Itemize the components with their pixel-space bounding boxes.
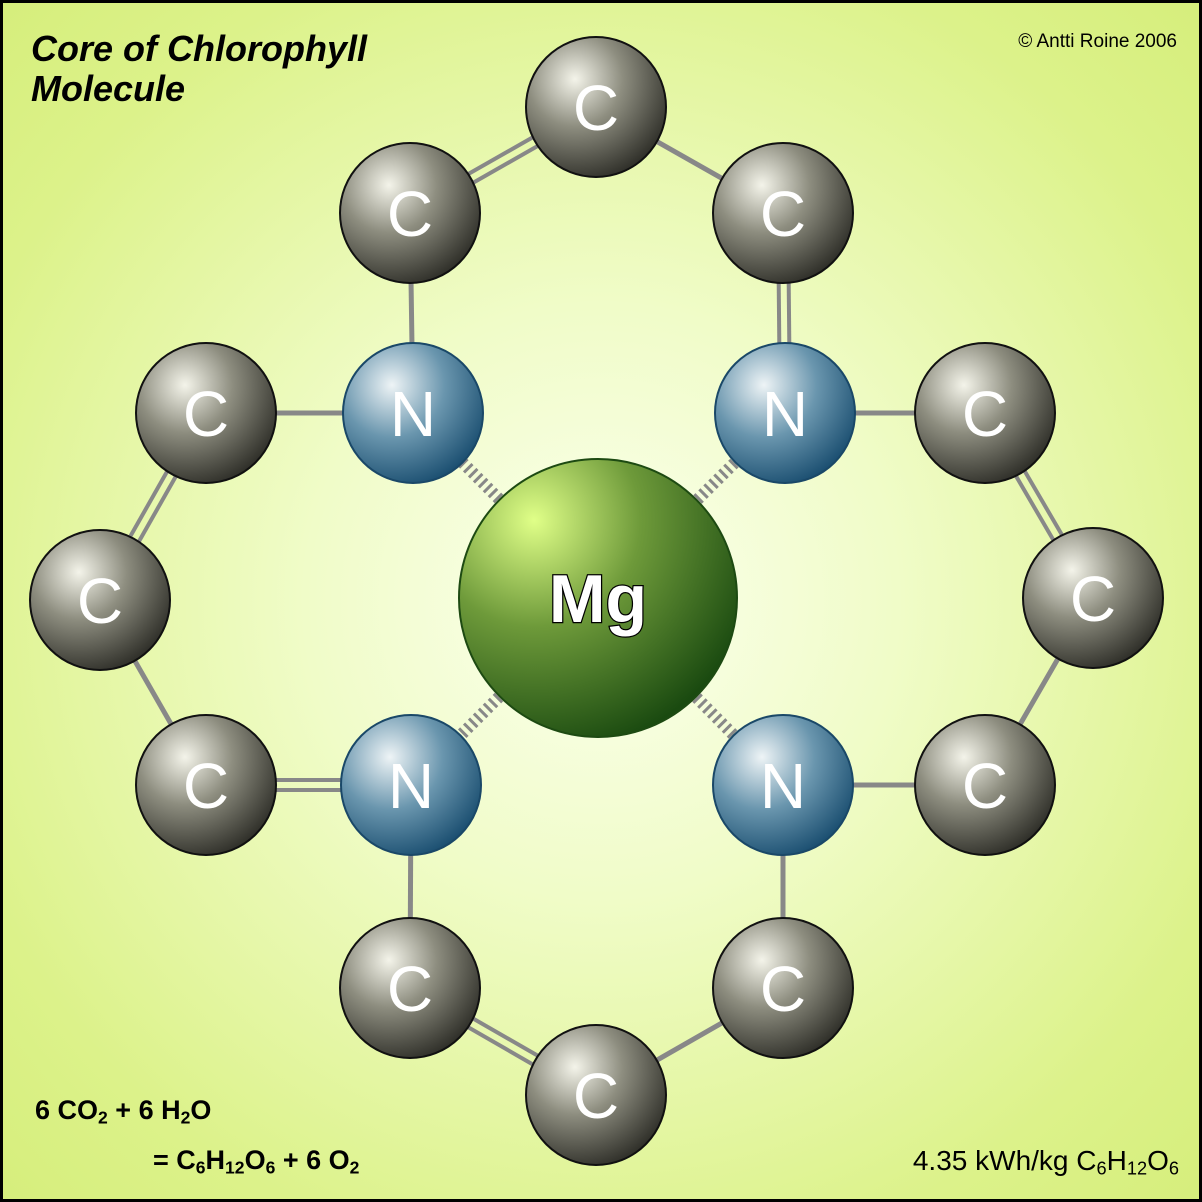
carbon-sphere <box>135 714 277 856</box>
carbon-sphere <box>914 714 1056 856</box>
carbon-atom: C <box>339 917 481 1059</box>
nitrogen-sphere <box>712 714 854 856</box>
nitrogen-sphere <box>714 342 856 484</box>
carbon-symbol: C <box>387 953 433 1025</box>
carbon-atom: C <box>914 342 1056 484</box>
title-line-2: Molecule <box>31 68 186 109</box>
magnesium-symbol: Mg <box>549 561 647 637</box>
carbon-sphere <box>712 142 854 284</box>
nitrogen-atom: N <box>714 342 856 484</box>
carbon-sphere <box>339 142 481 284</box>
carbon-atom: C <box>339 142 481 284</box>
title-line-1: Core of Chlorophyll <box>31 28 367 69</box>
carbon-sphere <box>339 917 481 1059</box>
nitrogen-symbol: N <box>762 378 808 450</box>
carbon-symbol: C <box>387 178 433 250</box>
carbon-atom: C <box>135 342 277 484</box>
nitrogen-symbol: N <box>388 750 434 822</box>
carbon-symbol: C <box>962 750 1008 822</box>
carbon-sphere <box>525 36 667 178</box>
magnesium-sphere <box>458 458 738 738</box>
energy-content: 4.35 kWh/kg C6H12O6 <box>912 1145 1179 1179</box>
nitrogen-sphere <box>342 342 484 484</box>
carbon-atom: C <box>135 714 277 856</box>
carbon-symbol: C <box>183 750 229 822</box>
copyright: © Antti Roine 2006 <box>1018 31 1177 52</box>
nitrogen-sphere <box>340 714 482 856</box>
nitrogen-symbol: N <box>390 378 436 450</box>
carbon-atom: C <box>525 36 667 178</box>
nitrogen-atom: N <box>342 342 484 484</box>
carbon-sphere <box>29 529 171 671</box>
carbon-sphere <box>914 342 1056 484</box>
carbon-symbol: C <box>962 378 1008 450</box>
diagram-title: Core of Chlorophyll Molecule <box>31 29 367 109</box>
carbon-atom: C <box>712 917 854 1059</box>
carbon-symbol: C <box>573 1060 619 1132</box>
carbon-symbol: C <box>573 72 619 144</box>
carbon-symbol: C <box>760 953 806 1025</box>
carbon-symbol: C <box>183 378 229 450</box>
magnesium-atom: Mg <box>458 458 738 738</box>
carbon-sphere <box>712 917 854 1059</box>
carbon-atom: C <box>712 142 854 284</box>
carbon-atom: C <box>525 1024 667 1166</box>
carbon-atom: C <box>914 714 1056 856</box>
equation-products: = C6H12O6 + 6 O2 <box>153 1145 360 1178</box>
nitrogen-atom: N <box>340 714 482 856</box>
carbon-sphere <box>525 1024 667 1166</box>
nitrogen-symbol: N <box>760 750 806 822</box>
equation-reactants: 6 CO2 + 6 H2O <box>35 1095 212 1128</box>
nitrogen-atom: N <box>712 714 854 856</box>
carbon-sphere <box>135 342 277 484</box>
carbon-symbol: C <box>760 178 806 250</box>
carbon-sphere <box>1022 527 1164 669</box>
carbon-atom: C <box>29 529 171 671</box>
carbon-symbol: C <box>77 565 123 637</box>
carbon-atom: C <box>1022 527 1164 669</box>
carbon-symbol: C <box>1070 563 1116 635</box>
